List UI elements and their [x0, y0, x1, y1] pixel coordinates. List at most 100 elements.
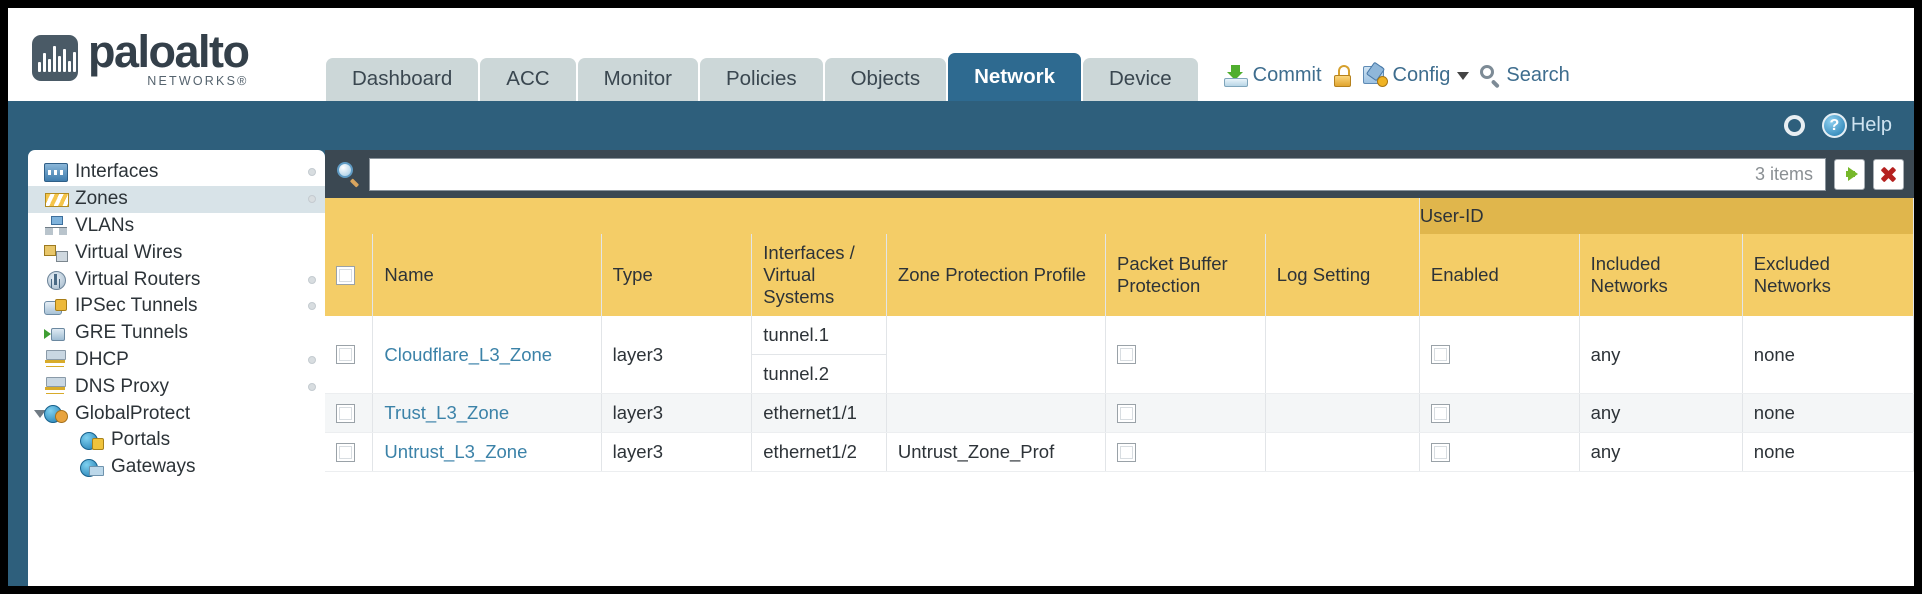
brand-name: paloalto: [88, 25, 250, 77]
packet-buffer-protection-checkbox[interactable]: [1116, 345, 1136, 364]
zone-name-link[interactable]: Untrust_L3_Zone: [384, 441, 528, 462]
group-header-row: User-ID: [325, 198, 1914, 234]
column-header-excluded-networks[interactable]: Excluded Networks: [1742, 234, 1914, 316]
select-all-checkbox[interactable]: [336, 265, 355, 285]
refresh-icon[interactable]: [1783, 114, 1808, 137]
sidebar-item-vlans[interactable]: VLANs: [28, 213, 325, 240]
cell-excluded-networks: none: [1742, 432, 1914, 472]
sidebar-item-label: Interfaces: [75, 161, 159, 183]
search-input-wrapper[interactable]: 3 items: [369, 157, 1826, 191]
dhcp-icon: [44, 350, 68, 369]
tab-policies[interactable]: Policies: [699, 58, 823, 101]
sidebar-item-zones[interactable]: Zones: [28, 185, 325, 213]
item-count-label: 3 items: [1754, 163, 1813, 184]
sidebar-item-status-dot: [308, 275, 316, 284]
column-header-zone-protection-profile[interactable]: Zone Protection Profile: [886, 234, 1106, 316]
commit-label: Commit: [1252, 64, 1322, 86]
interfaces-icon: [44, 162, 68, 182]
row-select-cell: [325, 393, 374, 433]
globalprotect-icon: [44, 404, 68, 424]
tab-acc[interactable]: ACC: [480, 58, 576, 101]
search-button[interactable]: Search: [1480, 64, 1570, 88]
sidebar-item-portals[interactable]: Portals: [28, 427, 325, 454]
zone-name-link[interactable]: Cloudflare_L3_Zone: [384, 343, 553, 365]
zone-name-link[interactable]: Trust_L3_Zone: [384, 402, 510, 423]
brand-wordmark: paloalto NETWORKS®: [88, 25, 250, 88]
brand-subname: NETWORKS®: [147, 73, 249, 88]
filter-search-icon[interactable]: [337, 162, 361, 188]
sidebar-item-virtual-routers[interactable]: Virtual Routers: [28, 266, 325, 293]
sidebar-item-gateways[interactable]: Gateways: [28, 454, 325, 481]
help-label: Help: [1850, 114, 1892, 136]
apply-filter-button[interactable]: [1834, 158, 1865, 190]
cell-excluded-networks: none: [1742, 316, 1914, 394]
sidebar-item-virtual-wires[interactable]: Virtual Wires: [28, 239, 325, 266]
help-icon: ?: [1821, 113, 1847, 138]
brand-logo: paloalto NETWORKS®: [8, 29, 318, 102]
cell-log-setting: [1265, 432, 1420, 472]
column-header-enabled[interactable]: Enabled: [1419, 234, 1580, 316]
column-header-name[interactable]: Name: [372, 234, 602, 316]
row-select-cell: [325, 316, 374, 394]
tab-monitor[interactable]: Monitor: [577, 58, 698, 101]
logo-bars: [38, 44, 76, 72]
sidebar-item-status-dot: [308, 168, 316, 177]
arrow-right-icon: [1845, 167, 1858, 181]
clear-filter-button[interactable]: [1873, 158, 1904, 190]
column-header-interfaces-virtual-systems[interactable]: Interfaces / Virtual Systems: [751, 234, 887, 316]
column-header-included-networks[interactable]: Included Networks: [1579, 234, 1743, 316]
vlans-icon: [44, 216, 68, 236]
packet-buffer-protection-checkbox[interactable]: [1116, 442, 1136, 462]
expander-triangle-icon[interactable]: [34, 409, 46, 418]
sidebar-item-status-dot: [308, 302, 316, 311]
tab-device[interactable]: Device: [1082, 58, 1198, 101]
help-button[interactable]: ? Help: [1821, 113, 1892, 138]
sidebar-item-label: GlobalProtect: [75, 402, 191, 424]
row-select-checkbox[interactable]: [336, 403, 355, 423]
userid-enabled-checkbox[interactable]: [1430, 403, 1450, 423]
cell-packet-buffer-protection: [1105, 393, 1266, 433]
userid-enabled-checkbox[interactable]: [1430, 442, 1450, 462]
packet-buffer-protection-checkbox[interactable]: [1116, 403, 1136, 423]
tab-network[interactable]: Network: [948, 53, 1081, 101]
sidebar-item-label: GRE Tunnels: [75, 322, 188, 344]
sidebar-item-gre-tunnels[interactable]: GRE Tunnels: [28, 320, 325, 347]
zones-icon: [44, 190, 69, 209]
column-header-type[interactable]: Type: [601, 234, 753, 316]
sidebar-item-label: Portals: [111, 429, 171, 451]
config-menu[interactable]: Config: [1362, 61, 1470, 87]
lock-button[interactable]: [1333, 64, 1352, 87]
tab-objects[interactable]: Objects: [824, 58, 947, 101]
cell-packet-buffer-protection: [1105, 432, 1266, 472]
sidebar-item-dns-proxy[interactable]: DNS Proxy: [28, 373, 325, 400]
select-all-header: [325, 234, 374, 316]
sidebar-item-globalprotect[interactable]: GlobalProtect: [28, 400, 325, 427]
row-select-checkbox[interactable]: [336, 442, 355, 462]
column-header-log-setting[interactable]: Log Setting: [1265, 234, 1420, 316]
sidebar-item-label: Virtual Routers: [75, 268, 201, 290]
sidebar-item-label: DHCP: [75, 348, 129, 370]
userid-enabled-checkbox[interactable]: [1430, 345, 1450, 364]
close-icon: [1880, 166, 1897, 183]
row-select-checkbox[interactable]: [336, 345, 355, 364]
sidebar-item-dhcp[interactable]: DHCP: [28, 347, 325, 374]
cell-packet-buffer-protection: [1105, 316, 1266, 394]
sidebar-item-status-dot: [308, 195, 316, 204]
cell-type: layer3: [601, 393, 753, 433]
sidebar-item-ipsec-tunnels[interactable]: IPSec Tunnels: [28, 293, 325, 320]
tab-dashboard[interactable]: Dashboard: [326, 58, 479, 101]
commit-button[interactable]: Commit: [1223, 64, 1322, 87]
sidebar-item-interfaces[interactable]: Interfaces: [28, 159, 325, 186]
gre-tunnels-icon: [44, 324, 68, 343]
ipsec-tunnels-icon: [44, 297, 68, 316]
filter-toolbar: 3 items: [325, 150, 1914, 198]
column-header-packet-buffer-protection[interactable]: Packet Buffer Protection: [1105, 234, 1266, 316]
